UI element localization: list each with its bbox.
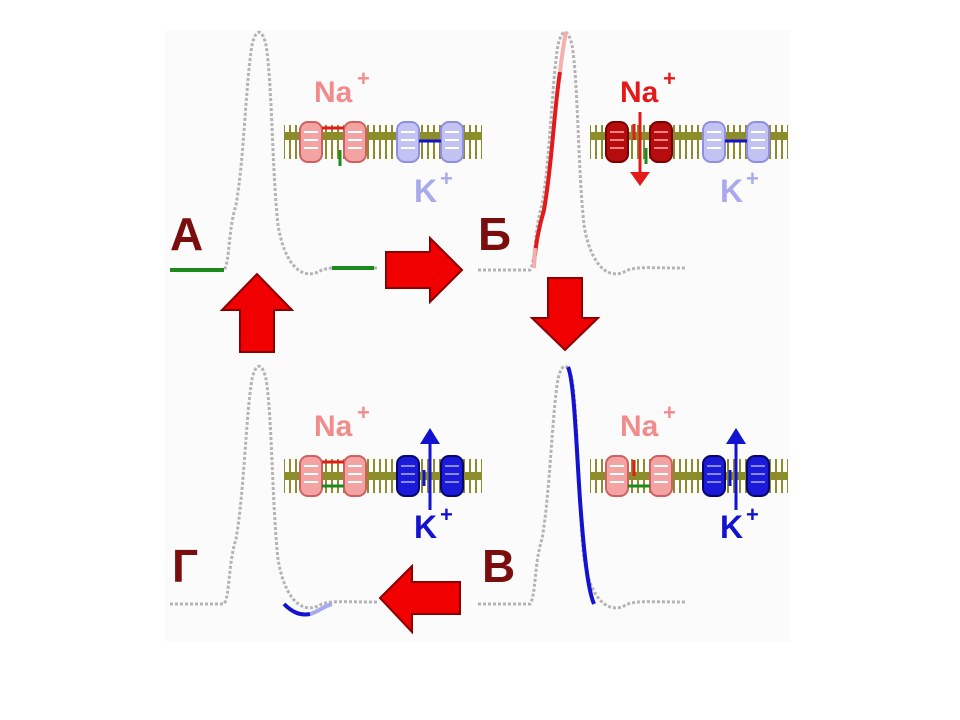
trace-b-pink-bottom bbox=[532, 247, 537, 269]
na-influx-arrow-b bbox=[630, 112, 650, 186]
letter-v: В bbox=[482, 540, 515, 592]
trace-g-recovery bbox=[309, 602, 333, 616]
k-efflux-arrow-g bbox=[420, 428, 440, 510]
panel-v: Na + K + В bbox=[478, 364, 788, 610]
na-label-g: Na bbox=[314, 410, 353, 443]
panel-b: Na + K + Б bbox=[478, 30, 788, 276]
k-sup-g: + bbox=[440, 502, 453, 527]
trace-a bbox=[170, 30, 379, 276]
panel-g: Na + K + Г bbox=[170, 364, 482, 617]
k-label-b: K bbox=[720, 173, 743, 209]
k-label-g: K bbox=[414, 509, 437, 545]
trace-b bbox=[478, 30, 687, 276]
k-sup-v: + bbox=[746, 502, 759, 527]
letter-g: Г bbox=[172, 540, 198, 592]
na-label-v: Na bbox=[620, 410, 659, 443]
na-channel-a-stripes bbox=[304, 131, 362, 149]
trace-v bbox=[478, 364, 687, 610]
trace-g-hyperpolarization bbox=[282, 602, 311, 617]
k-label-v: K bbox=[720, 509, 743, 545]
panel-a: Na + K + А bbox=[170, 30, 482, 276]
k-sup-b: + bbox=[746, 166, 759, 191]
arrow-a-to-b bbox=[385, 235, 464, 305]
letter-b: Б bbox=[478, 208, 511, 260]
arrow-g-to-a bbox=[219, 272, 295, 353]
letter-a: А bbox=[170, 208, 203, 260]
k-label-a: K bbox=[414, 173, 437, 209]
na-label-b: Na bbox=[620, 76, 659, 109]
na-sup-b: + bbox=[663, 66, 676, 91]
arrow-b-to-v bbox=[529, 277, 601, 352]
trace-b-pink-top bbox=[558, 31, 568, 73]
k-efflux-arrow-v bbox=[726, 428, 746, 510]
trace-g bbox=[170, 364, 379, 610]
na-label-a: Na bbox=[314, 76, 353, 109]
trace-b-depolarization bbox=[532, 71, 562, 263]
na-sup-v: + bbox=[663, 400, 676, 425]
arrow-v-to-g bbox=[378, 563, 461, 635]
k-sup-a: + bbox=[440, 166, 453, 191]
na-sup-a: + bbox=[357, 66, 370, 91]
na-sup-g: + bbox=[357, 400, 370, 425]
trace-v-repolarization bbox=[566, 366, 596, 605]
